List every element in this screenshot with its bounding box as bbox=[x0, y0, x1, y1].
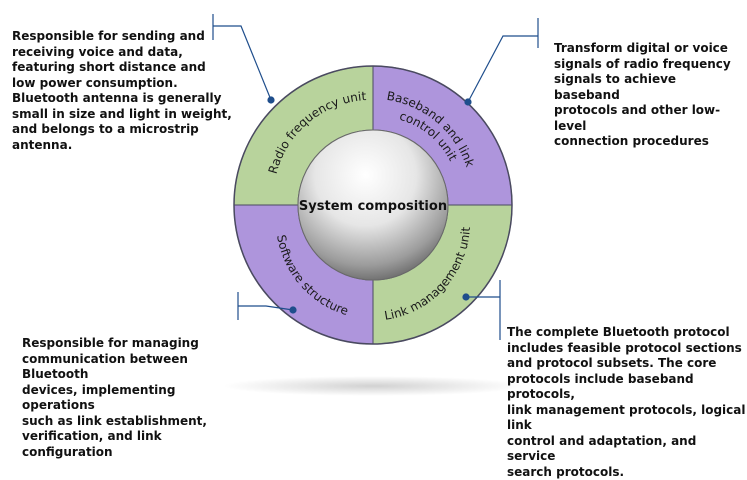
description-software-structure: Responsible for managing communication b… bbox=[22, 336, 207, 459]
center-label: System composition bbox=[299, 199, 447, 214]
description-link-management: The complete Bluetooth protocol includes… bbox=[507, 325, 746, 479]
ring-shadow bbox=[223, 376, 523, 396]
connector-radio-frequency bbox=[212, 14, 275, 104]
ring-outline bbox=[233, 65, 513, 345]
center-sphere bbox=[297, 129, 449, 281]
connector-link-management bbox=[462, 280, 501, 340]
connector-baseband bbox=[464, 18, 539, 106]
description-radio-frequency: Responsible for sending and receiving vo… bbox=[12, 29, 232, 152]
description-baseband: Transform digital or voice signals of ra… bbox=[554, 41, 731, 148]
connector-software-structure bbox=[237, 292, 297, 320]
system-composition-diagram: System composition Radio frequency unit … bbox=[212, 14, 539, 396]
